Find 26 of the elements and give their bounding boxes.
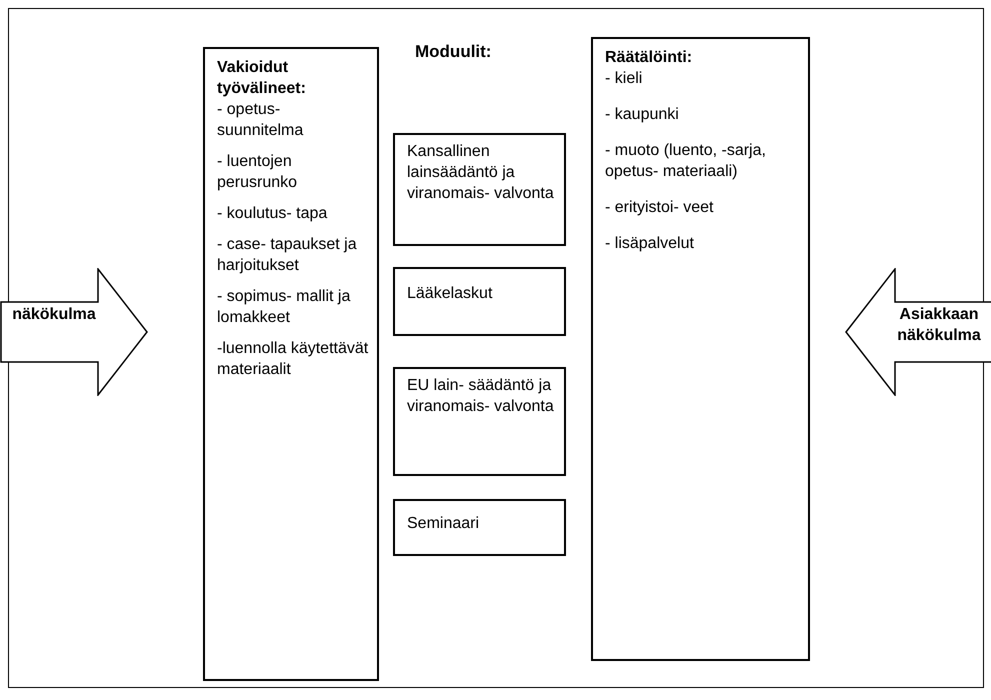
module-box [393,367,566,476]
box-heading: Vakioidut työvälineet: [217,58,307,99]
arrow-label: näkökulma [11,305,97,325]
box-text: - case- tapaukset ja harjoitukset [217,235,358,276]
box-text: - muoto (luento, -sarja, opetus- materiaali) [605,141,767,182]
box-text: - erityistoi- veet [605,198,714,218]
box-text: - kieli [605,69,644,89]
box-text: - opetus- suunnitelma [217,100,304,141]
box-text: - sopimus- mallit ja lomakkeet [217,287,352,328]
list-box [203,47,379,681]
box-text: EU lain- säädäntö ja viranomais- valvonta [407,376,554,417]
module-box [393,499,566,556]
box-text: - koulutus- tapa [217,204,328,224]
box-text: Kansallinen lainsäädäntö ja viranomais- valvonta [407,142,554,204]
box-heading: Räätälöinti: [605,48,694,68]
column-heading: Moduulit: [415,42,492,62]
arrow-label: Asiakkaan näkökulma [896,305,982,346]
list-box [591,37,810,661]
box-text: Seminaari [407,514,480,534]
box-text: Lääkelaskut [407,284,494,304]
module-box [393,133,566,246]
module-box [393,267,566,336]
box-text: - lisäpalvelut [605,234,695,254]
box-text: -luennolla käytettävät materiaalit [217,339,369,380]
box-text: - kaupunki [605,105,680,125]
box-text: - luentojen perusrunko [217,152,298,193]
